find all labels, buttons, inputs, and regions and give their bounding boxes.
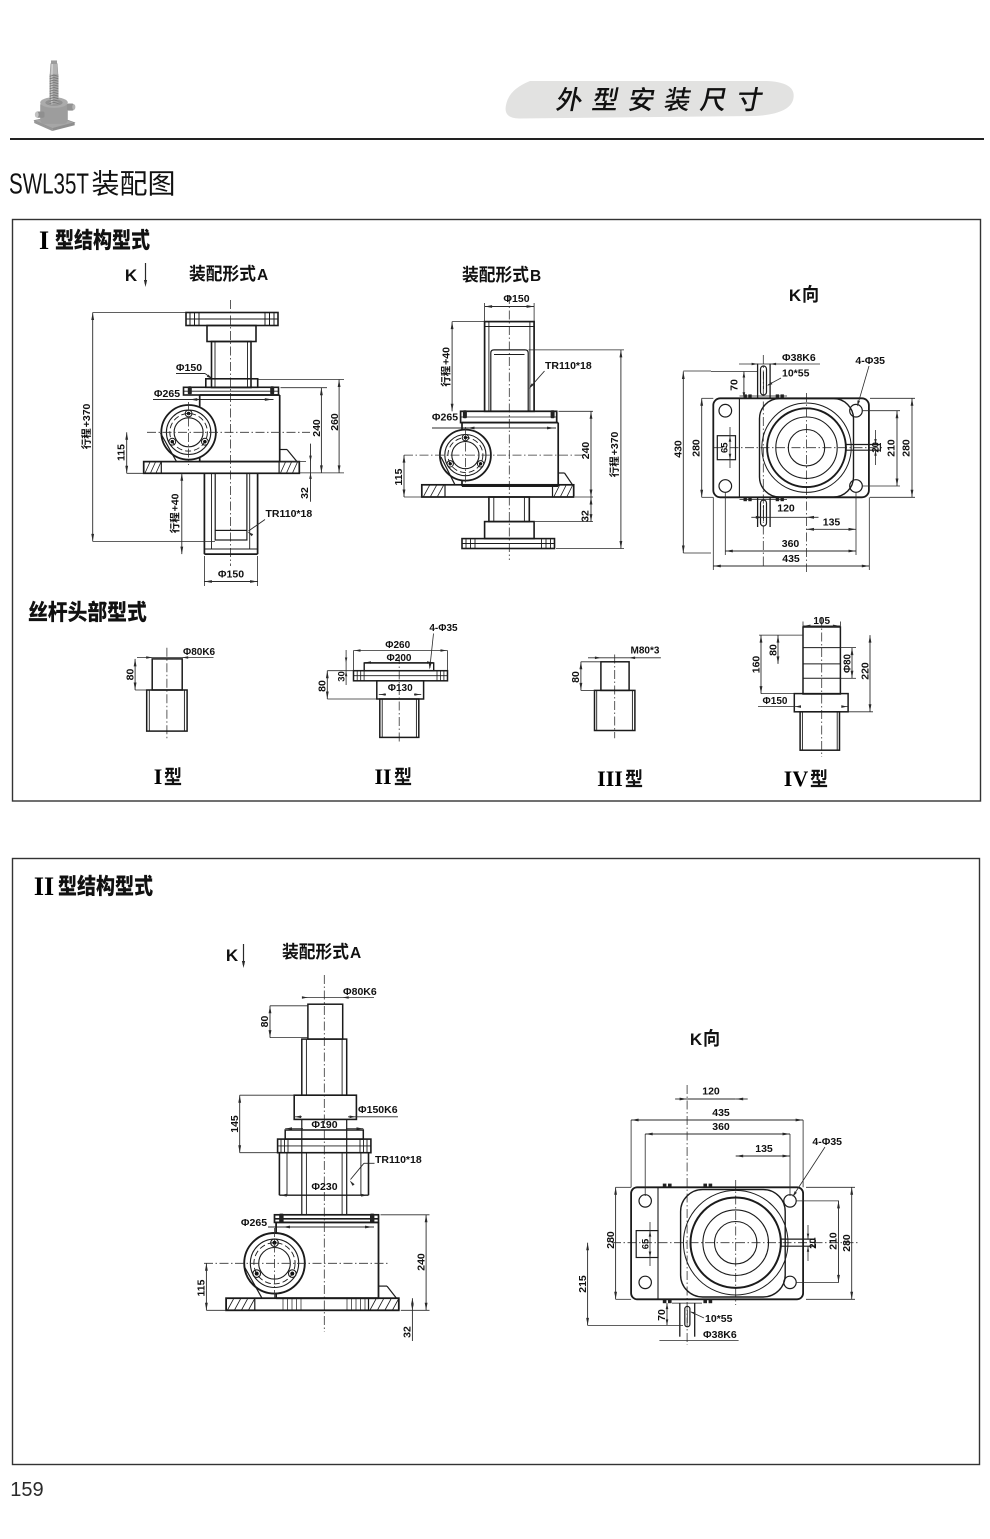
svg-text:120: 120 [777,503,795,515]
svg-text:Φ150: Φ150 [763,696,788,707]
svg-text:Φ80K6: Φ80K6 [183,647,216,658]
svg-text:240: 240 [415,1253,427,1271]
svg-text:TR110*18: TR110*18 [375,1154,422,1166]
svg-text:Φ265: Φ265 [241,1217,267,1229]
svg-text:120: 120 [702,1086,720,1098]
svg-text:10*55: 10*55 [705,1313,733,1325]
svg-text:145: 145 [229,1115,241,1133]
svg-text:280: 280 [605,1231,617,1249]
svg-text:4-Φ35: 4-Φ35 [855,355,885,367]
svg-text:260: 260 [329,413,341,431]
svg-text:70: 70 [729,379,741,391]
svg-text:Φ260: Φ260 [385,640,410,651]
svg-text:K: K [125,266,138,285]
svg-text:M80*3: M80*3 [631,646,660,657]
svg-text:Φ150: Φ150 [503,293,529,305]
svg-text:II: II [374,764,391,789]
svg-text:A: A [257,267,268,284]
svg-text:Φ265: Φ265 [432,412,458,424]
svg-text:Φ230: Φ230 [311,1181,337,1193]
svg-text:160: 160 [750,656,762,674]
svg-text:Φ80: Φ80 [843,653,854,672]
svg-text:32: 32 [402,1326,414,1338]
svg-text:4-Φ35: 4-Φ35 [812,1136,842,1148]
svg-text:220: 220 [859,662,871,680]
svg-text:K: K [789,286,802,305]
svg-text:+40: +40 [170,493,182,511]
svg-text:280: 280 [841,1234,853,1252]
svg-text:435: 435 [712,1107,730,1119]
svg-text:10*55: 10*55 [782,368,810,380]
svg-text:210: 210 [886,439,898,457]
svg-text:80: 80 [259,1016,271,1028]
svg-text:K: K [226,946,239,965]
svg-text:I: I [154,764,163,789]
svg-text:115: 115 [393,468,405,485]
svg-text:II: II [34,872,54,901]
svg-text:Φ265: Φ265 [154,388,180,400]
svg-text:4-Φ35: 4-Φ35 [429,623,458,634]
svg-text:360: 360 [712,1121,730,1133]
svg-text:435: 435 [782,553,800,565]
svg-text:I: I [39,226,49,255]
svg-text:70: 70 [656,1309,668,1321]
svg-text:215: 215 [577,1275,589,1293]
svg-text:+370: +370 [81,403,93,427]
svg-text:Φ38K6: Φ38K6 [782,352,816,364]
svg-text:K: K [690,1030,703,1049]
svg-text:Φ150: Φ150 [218,569,244,581]
svg-text:Φ150: Φ150 [176,362,202,374]
svg-text:20: 20 [871,442,882,453]
svg-text:III: III [597,766,623,791]
svg-text:80: 80 [570,671,582,683]
svg-text:Φ150K6: Φ150K6 [358,1104,398,1116]
svg-text:360: 360 [782,538,800,550]
svg-text:Φ38K6: Φ38K6 [703,1329,737,1341]
svg-text:32: 32 [299,487,311,499]
svg-text:115: 115 [196,1279,208,1296]
svg-text:Φ190: Φ190 [311,1119,337,1131]
svg-text:Φ80K6: Φ80K6 [343,986,377,998]
svg-text:80: 80 [124,669,136,681]
svg-text:105: 105 [813,616,830,627]
svg-text:+370: +370 [609,431,621,455]
svg-text:IV: IV [784,766,809,791]
svg-text:280: 280 [691,439,703,457]
svg-text:20: 20 [808,1238,819,1249]
svg-text:240: 240 [311,419,323,437]
svg-text:65: 65 [641,1238,652,1249]
svg-text:210: 210 [828,1232,840,1250]
svg-text:+40: +40 [441,347,453,365]
svg-text:Φ130: Φ130 [388,683,413,694]
svg-text:280: 280 [901,439,913,457]
svg-text:80: 80 [767,644,779,656]
svg-text:80: 80 [316,680,328,692]
svg-text:32: 32 [580,510,592,522]
svg-text:TR110*18: TR110*18 [545,360,592,372]
svg-text:B: B [530,268,541,285]
svg-text:Φ200: Φ200 [387,653,412,664]
svg-text:TR110*18: TR110*18 [266,508,313,520]
svg-text:159: 159 [10,1479,43,1501]
svg-text:240: 240 [580,442,592,460]
svg-text:65: 65 [720,442,731,453]
svg-text:135: 135 [755,1143,773,1155]
svg-text:30: 30 [336,671,347,682]
svg-text:135: 135 [823,517,841,529]
svg-text:SWL35T: SWL35T [9,169,89,201]
svg-text:A: A [350,945,361,962]
svg-text:115: 115 [116,444,128,461]
svg-text:430: 430 [672,440,684,458]
